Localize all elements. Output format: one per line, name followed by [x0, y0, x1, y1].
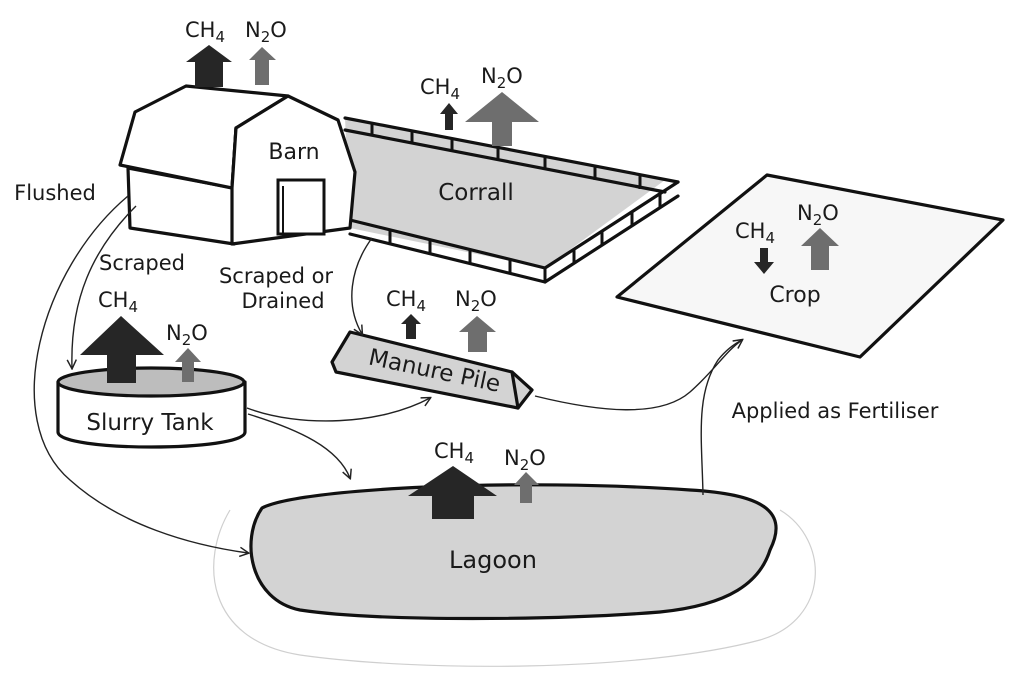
corral-ch4-arrow	[440, 103, 458, 130]
scraped-label: Scraped	[99, 251, 185, 275]
corral-back-rail	[343, 116, 680, 184]
emission-arrows	[80, 45, 839, 519]
corral-n2o-arrow	[465, 92, 539, 146]
corral-posts	[370, 122, 662, 282]
flow-lagoon-to-crop	[700, 339, 743, 496]
corral-front-rail	[348, 218, 547, 270]
lagoon-ch4-label: CH4	[434, 439, 474, 467]
corral-front-rail-lower	[348, 232, 547, 284]
slurry-tank-ch4-label: CH4	[98, 288, 138, 316]
manure-pile-body	[330, 330, 534, 410]
applied-as-fertiliser-label: Applied as Fertiliser	[732, 399, 939, 423]
slurry-tank-top	[56, 366, 246, 398]
lagoon-label: Lagoon	[449, 546, 537, 574]
manure-pile: Manure Pile	[330, 330, 534, 410]
corral-n2o-label: N2O	[481, 64, 523, 92]
manure-pile-ridge	[510, 370, 520, 410]
barn: Barn	[118, 84, 357, 246]
manure-pile-ch4-label: CH4	[386, 287, 426, 315]
lagoon-n2o-arrow	[514, 472, 539, 503]
corral-floor	[345, 118, 665, 268]
lagoon-n2o-label: N2O	[504, 446, 546, 474]
corral: Corrall	[343, 116, 680, 284]
slurry-tank-n2o-label: N2O	[166, 321, 208, 349]
barn-ch4-label: CH4	[185, 18, 225, 46]
crop-ch4-label: CH4	[735, 219, 775, 247]
flow-slurry-tank-to-manure-pile	[246, 398, 430, 422]
crop-n2o-arrow	[801, 228, 839, 270]
scraped-or-drained-label-1: Scraped or	[219, 264, 333, 288]
crop-field-outline	[615, 173, 1005, 359]
flow-corral-to-manure-pile	[351, 237, 373, 334]
flow-manure-pile-to-crop	[534, 340, 742, 411]
corral-label: Corrall	[438, 180, 514, 206]
corral-right-rail	[543, 180, 680, 270]
crop-label: Crop	[769, 283, 820, 308]
crop-ch4-arrow	[754, 248, 774, 274]
corral-right-rail-lower	[543, 194, 680, 284]
slurry-tank-label: Slurry Tank	[86, 410, 214, 436]
slurry-tank-body	[56, 380, 247, 449]
flushed-label: Flushed	[14, 181, 96, 205]
barn-n2o-label: N2O	[245, 18, 287, 46]
manure-pile-n2o-arrow	[459, 316, 496, 352]
manure-pile-ch4-arrow	[401, 314, 421, 339]
flow-slurry-tank-to-lagoon	[247, 413, 350, 478]
slurry-tank-n2o-arrow	[175, 348, 201, 382]
flow-barn-to-lagoon	[33, 195, 248, 553]
barn-n2o-arrow	[249, 47, 276, 85]
lagoon: Lagoon	[213, 483, 816, 667]
crop-n2o-label: N2O	[797, 201, 839, 229]
barn-door	[276, 178, 326, 236]
slurry-tank-ch4-arrow	[80, 316, 164, 383]
barn-ch4-arrow	[186, 45, 232, 87]
scraped-or-drained-label-2: Drained	[241, 289, 324, 313]
barn-label: Barn	[268, 140, 319, 165]
lagoon-ch4-arrow	[408, 466, 497, 519]
corral-back-rail-lower	[343, 128, 667, 194]
flow-barn-to-slurry-tank	[72, 205, 137, 368]
manure-pile-n2o-label: N2O	[455, 287, 497, 315]
slurry-tank: Slurry Tank	[56, 366, 247, 449]
flow-arrows	[33, 195, 743, 553]
lagoon-halo	[213, 509, 816, 667]
corral-ch4-label: CH4	[420, 75, 460, 103]
crop-field: Crop	[615, 173, 1005, 359]
lagoon-basin	[249, 483, 778, 621]
